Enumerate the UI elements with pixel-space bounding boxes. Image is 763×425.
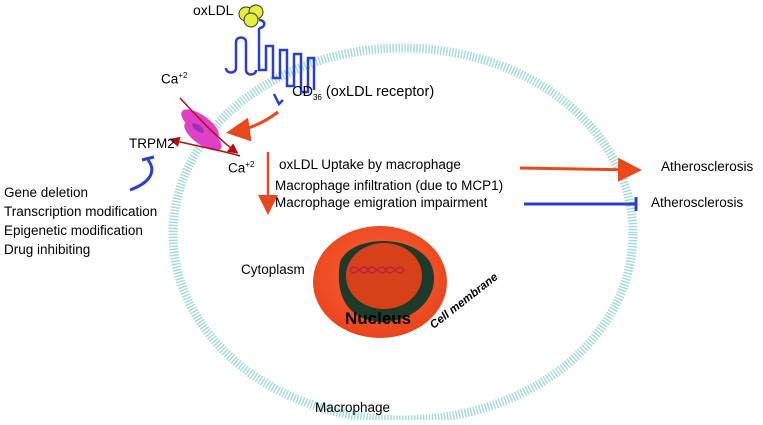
cd36-rest: (oxLDL receptor)	[321, 84, 435, 100]
calcium-efflux-arrow	[169, 136, 241, 157]
uptake-label: oxLDL Uptake by macrophage	[279, 157, 461, 172]
ca-charge-top: +2	[178, 71, 188, 80]
dna-helix	[349, 266, 405, 274]
inhibition-method: Gene deletion	[4, 185, 89, 200]
cd36-main: CD	[292, 84, 313, 100]
emigration-label: Macrophage emigration impairment	[275, 195, 488, 210]
nucleus-label: Nucleus	[345, 309, 412, 328]
trpm2-label: TRPM2	[129, 136, 175, 151]
nucleus	[313, 226, 447, 338]
inhibition-method: Drug inhibiting	[4, 242, 91, 257]
calcium-label-top: Ca+2	[161, 71, 187, 87]
infiltration-label: Macrophage infiltration (due to MCP1)	[275, 178, 504, 193]
cd36-receptor-label: CD36 (oxLDL receptor)	[292, 84, 434, 102]
oxldl-particle	[238, 4, 264, 28]
calcium-label-bottom: Ca+2	[228, 160, 254, 176]
cd36-receptor	[257, 18, 316, 94]
atherosclerosis-promote-label: Atherosclerosis	[661, 159, 754, 174]
promote-atherosclerosis-arrow	[519, 157, 642, 182]
ca-base-top: Ca	[161, 71, 179, 87]
ca-charge-bottom: +2	[245, 160, 255, 169]
cd36-subscript: 36	[312, 92, 322, 102]
inhibition-method: Transcription modification	[4, 204, 158, 219]
oxldl-label: oxLDL	[193, 2, 234, 18]
macrophage-label: Macrophage	[315, 400, 391, 415]
trpm2-channel	[181, 109, 222, 151]
cd36-to-trpm2-arrow	[226, 110, 279, 142]
ca-base-bottom: Ca	[228, 160, 246, 176]
trpm2-inhibition-line	[129, 159, 154, 192]
trpm2-inhibition-bar	[141, 155, 155, 162]
cd36-helices	[224, 36, 284, 107]
inhibition-method: Epigenetic modification	[4, 223, 143, 238]
calcium-influx-arrow	[179, 97, 239, 154]
cytoplasm-label: Cytoplasm	[241, 262, 305, 277]
inhibition-methods-list: Gene deletion Transcription modification…	[4, 183, 157, 259]
atherosclerosis-inhibit-label: Atherosclerosis	[651, 195, 744, 210]
